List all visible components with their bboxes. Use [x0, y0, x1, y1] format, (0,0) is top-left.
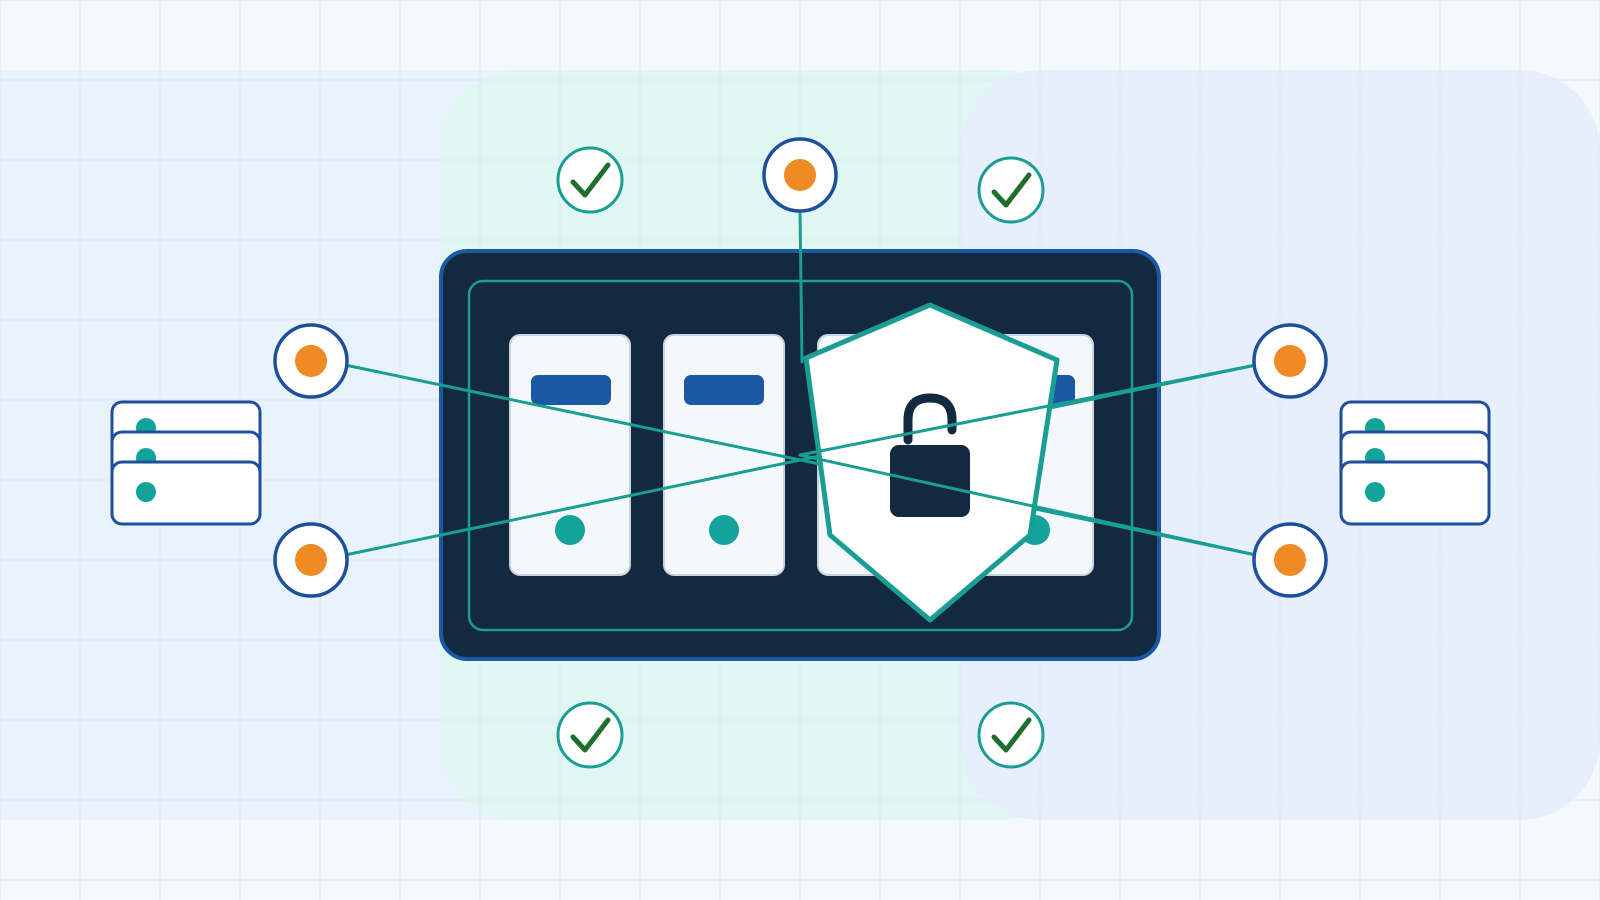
check-ring [977, 156, 1045, 224]
check-mark [991, 717, 1032, 753]
server-card-bar [684, 375, 764, 405]
check-ring [556, 701, 624, 769]
server-card [509, 334, 631, 576]
connector-lower-left-to-upper-right [343, 363, 1258, 557]
network-node-icon [273, 522, 349, 598]
node-core [1274, 345, 1306, 377]
network-node-icon [762, 137, 838, 213]
check-mark [570, 717, 611, 753]
server-card-dot [709, 515, 739, 545]
node-core [784, 159, 816, 191]
padlock-body [890, 445, 970, 517]
network-node-icon [273, 323, 349, 399]
check-ring [556, 146, 624, 214]
checkmark-icon [556, 146, 624, 214]
check-mark [570, 162, 611, 198]
connector-top-vertical [798, 208, 804, 364]
connector-overlay-b [798, 363, 1258, 457]
stack-card-front-dot [136, 482, 156, 502]
checkmark-icon [977, 701, 1045, 769]
check-ring [977, 701, 1045, 769]
connector-lines [343, 208, 1258, 557]
node-core [295, 544, 327, 576]
network-node-icon [1252, 522, 1328, 598]
server-card-dot [555, 515, 585, 545]
shield-icon [803, 302, 1060, 623]
server-stack-icon [110, 400, 262, 526]
server-stack-icon [1339, 400, 1491, 526]
network-node-icon [1252, 323, 1328, 399]
server-card-bar [531, 375, 611, 405]
node-core [295, 345, 327, 377]
stack-card-front-dot [1365, 482, 1385, 502]
checkmark-icon [556, 701, 624, 769]
padlock-icon [890, 393, 970, 517]
check-mark [991, 172, 1032, 208]
stack-card-front [1339, 460, 1491, 526]
server-card [663, 334, 785, 576]
connector-lines-overlay [798, 363, 1258, 557]
connector-overlay-a [798, 453, 1258, 557]
stack-card-front [110, 460, 262, 526]
checkmark-icon [977, 156, 1045, 224]
node-core [1274, 544, 1306, 576]
padlock-shackle [903, 393, 957, 445]
